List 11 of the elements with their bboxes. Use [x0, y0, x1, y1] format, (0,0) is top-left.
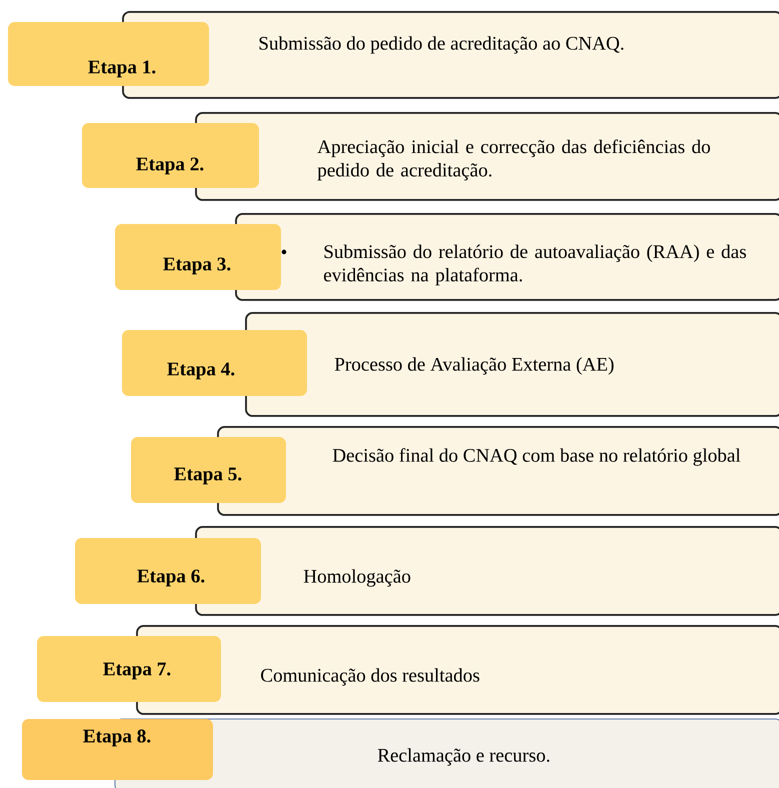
- step-tab: Etapa 8.: [22, 719, 213, 780]
- step-tab: Etapa 6.: [75, 538, 261, 604]
- step-tab: Etapa 4.: [122, 330, 307, 396]
- step-tab: Etapa 3.: [115, 224, 281, 290]
- step-box: Submissão do relatório de autoavaliação (RAA) e das evidências na plataforma. •: [235, 213, 779, 301]
- step-tab: Etapa 1.: [8, 22, 209, 86]
- step-box: Processo de Avaliação Externa (AE): [245, 312, 779, 417]
- step-tab: Etapa 7.: [37, 636, 221, 702]
- step-tab: Etapa 2.: [82, 123, 259, 188]
- step-tab: Etapa 5.: [131, 437, 286, 503]
- bullet: •: [282, 250, 286, 254]
